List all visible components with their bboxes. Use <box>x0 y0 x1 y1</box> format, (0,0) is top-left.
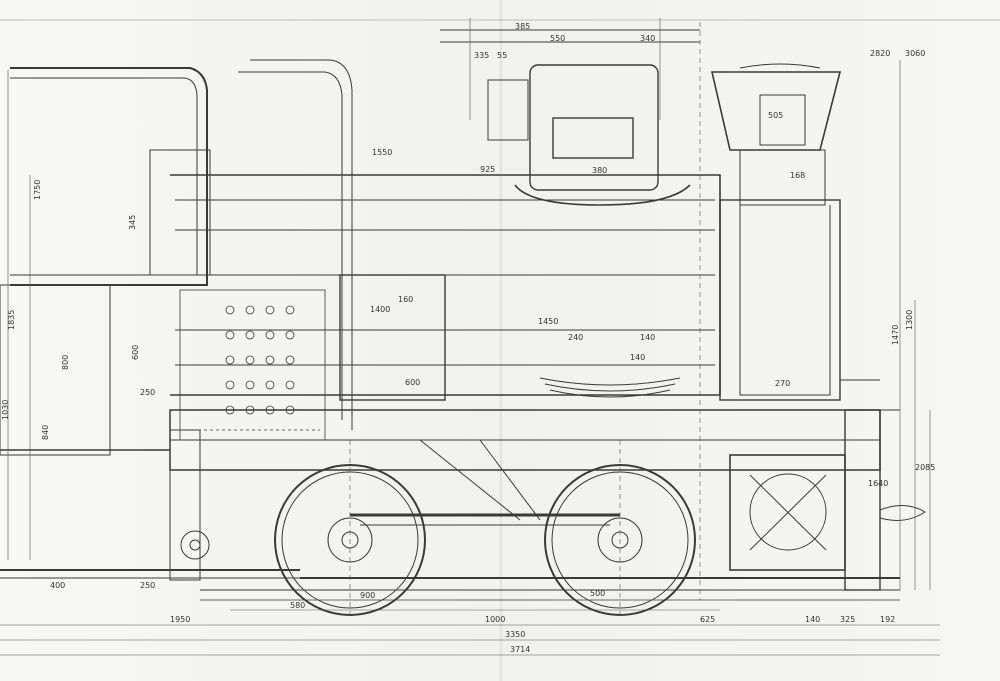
dim-body-5: 140 <box>630 353 645 362</box>
dimension-lines <box>0 18 940 656</box>
leaf-spring <box>539 377 681 398</box>
chimney <box>710 63 842 396</box>
dim-bottom-3: 3714 <box>510 645 530 654</box>
smokebox <box>719 199 900 411</box>
dim-body-9: 505 <box>768 111 783 120</box>
buffer-beam <box>844 409 926 591</box>
dimension-labels: 385 550 340 335 55 2820 3060 1835 1750 1… <box>1 22 935 654</box>
dim-vert-5: 1030 <box>1 400 10 420</box>
dim-bottom-11: 580 <box>290 601 305 610</box>
dim-vert-7: 840 <box>41 425 50 440</box>
dim-vert-2: 1750 <box>33 180 42 200</box>
dim-body-6: 1550 <box>372 148 392 157</box>
dim-bottom-10: 250 <box>140 581 155 590</box>
cab-outline <box>10 59 353 430</box>
dim-bottom-4: 625 <box>700 615 715 624</box>
dim-bottom-1: 1000 <box>485 615 505 624</box>
dim-body-7: 925 <box>480 165 495 174</box>
cab-lower <box>0 284 300 579</box>
dim-body-13: 1640 <box>868 479 888 488</box>
dim-body-14: 2085 <box>915 463 935 472</box>
dim-bottom-5: 140 <box>805 615 820 624</box>
boiler <box>170 174 721 401</box>
dim-vert-6: 800 <box>61 355 70 370</box>
dim-bottom-9: 400 <box>50 581 65 590</box>
paper-fold <box>500 0 502 681</box>
dim-bottom-6: 192 <box>880 615 895 624</box>
main-frame <box>169 409 900 601</box>
dim-vert-1: 1835 <box>7 310 16 330</box>
dim-top-3: 340 <box>640 34 655 43</box>
steam-dome <box>440 29 700 206</box>
dim-body-16: 168 <box>790 171 805 180</box>
dim-body-15: 270 <box>775 379 790 388</box>
dim-body-2: 1400 <box>370 305 390 314</box>
dim-top-5: 55 <box>497 51 507 60</box>
dim-body-8: 380 <box>592 166 607 175</box>
dim-bottom-8: 1950 <box>170 615 190 624</box>
dim-bottom-13: 500 <box>590 589 605 598</box>
dim-top-1: 385 <box>515 22 530 31</box>
dim-bottom-2: 3350 <box>505 630 525 639</box>
rear-buffer <box>169 429 210 581</box>
dim-body-3: 240 <box>568 333 583 342</box>
dim-body-12: 600 <box>405 378 420 387</box>
dim-body-11: 250 <box>140 388 155 397</box>
dim-bottom-12: 900 <box>360 591 375 600</box>
dim-bottom-7: 325 <box>840 615 855 624</box>
dim-vert-3: 1470 <box>891 325 900 345</box>
dim-vert-9: 345 <box>128 215 137 230</box>
dim-top-2: 550 <box>550 34 565 43</box>
dim-body-1: 1450 <box>538 317 558 326</box>
dim-vert-4: 1300 <box>905 310 914 330</box>
dim-body-10: 160 <box>398 295 413 304</box>
dim-top-6: 2820 <box>870 49 890 58</box>
dim-body-4: 140 <box>640 333 655 342</box>
coupling-rod <box>350 439 620 526</box>
dim-top-4: 335 <box>474 51 489 60</box>
dim-top-7: 3060 <box>905 49 925 58</box>
cylinder <box>729 454 846 571</box>
dim-vert-8: 600 <box>131 345 140 360</box>
